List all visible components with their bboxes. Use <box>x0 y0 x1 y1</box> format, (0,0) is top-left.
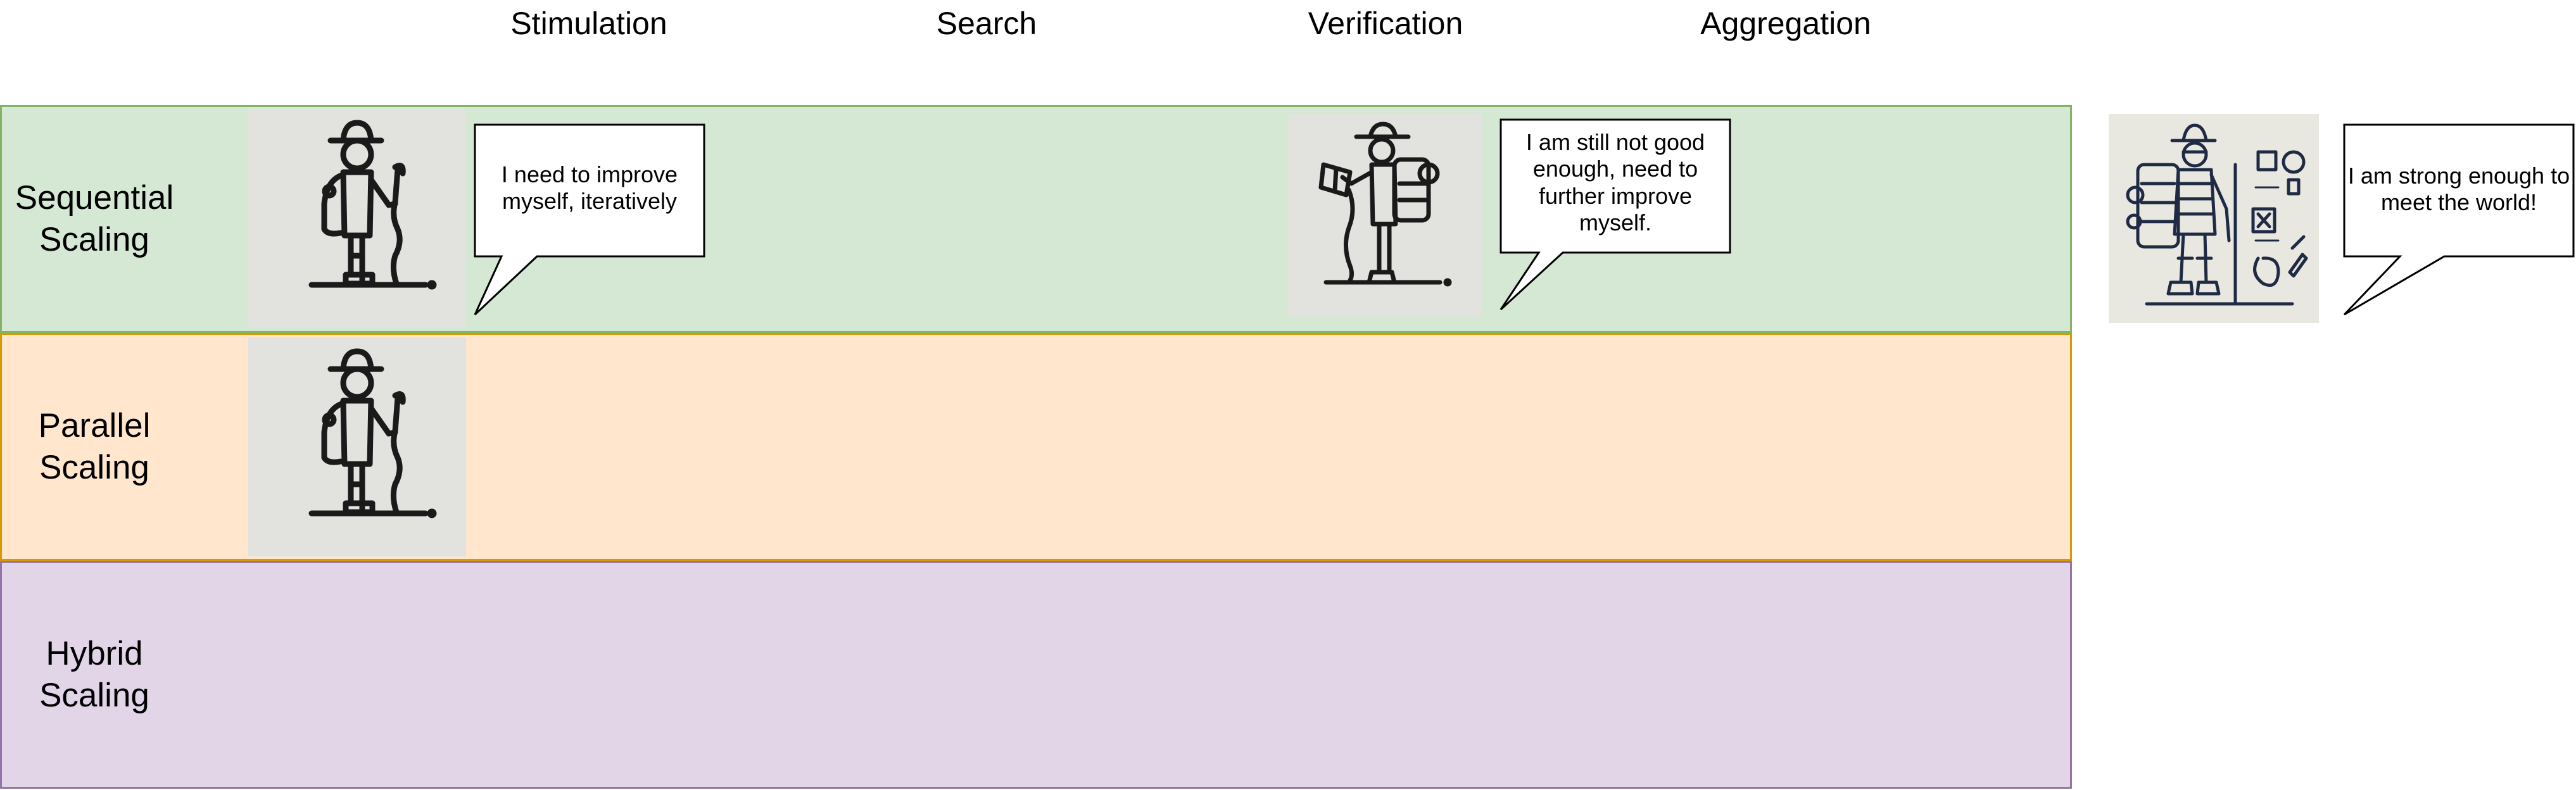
row-label-sequential: Sequential Scaling <box>5 177 184 261</box>
column-header-verification: Verification <box>1308 6 1463 41</box>
hiker-novice-icon <box>248 337 466 556</box>
bubble-still-not-good-line2: enough, need to <box>1532 156 1698 182</box>
speech-bubble-improve: I need to improve myself, iteratively <box>474 123 707 317</box>
bubble-still-not-good-line1: I am still not good <box>1525 129 1705 155</box>
hiker-novice-icon <box>248 109 466 328</box>
bubble-improve-line1: I need to improve <box>501 161 678 187</box>
row-label-sequential-line2: Scaling <box>39 221 149 259</box>
bubble-still-not-good-line3: further improve <box>1538 182 1693 209</box>
bubble-still-not-good-line4: myself. <box>1579 210 1651 236</box>
bubble-strong-line2: meet the world! <box>2380 189 2537 216</box>
row-label-parallel-line2: Scaling <box>39 449 149 487</box>
speech-bubble-still-not-good: I am still not good enough, need to furt… <box>1500 118 1733 311</box>
row-label-parallel-line1: Parallel <box>38 407 151 444</box>
hiker-equipped-icon <box>2109 114 2319 323</box>
speech-bubble-strong: I am strong enough to meet the world! <box>2343 123 2576 317</box>
hiker-backpacker-icon <box>1288 114 1482 317</box>
hybrid-scaling-band <box>0 561 2072 789</box>
bubble-strong-line1: I am strong enough to <box>2347 163 2570 189</box>
row-label-hybrid-line2: Scaling <box>39 677 149 715</box>
column-header-aggregation: Aggregation <box>1700 6 1871 41</box>
row-label-parallel: Parallel Scaling <box>5 405 184 489</box>
column-header-stimulation: Stimulation <box>510 6 667 41</box>
column-header-search: Search <box>936 6 1037 41</box>
row-label-hybrid: Hybrid Scaling <box>5 633 184 717</box>
bubble-improve-line2: myself, iteratively <box>502 188 678 215</box>
row-label-hybrid-line1: Hybrid <box>46 635 143 672</box>
row-label-sequential-line1: Sequential <box>15 179 174 216</box>
